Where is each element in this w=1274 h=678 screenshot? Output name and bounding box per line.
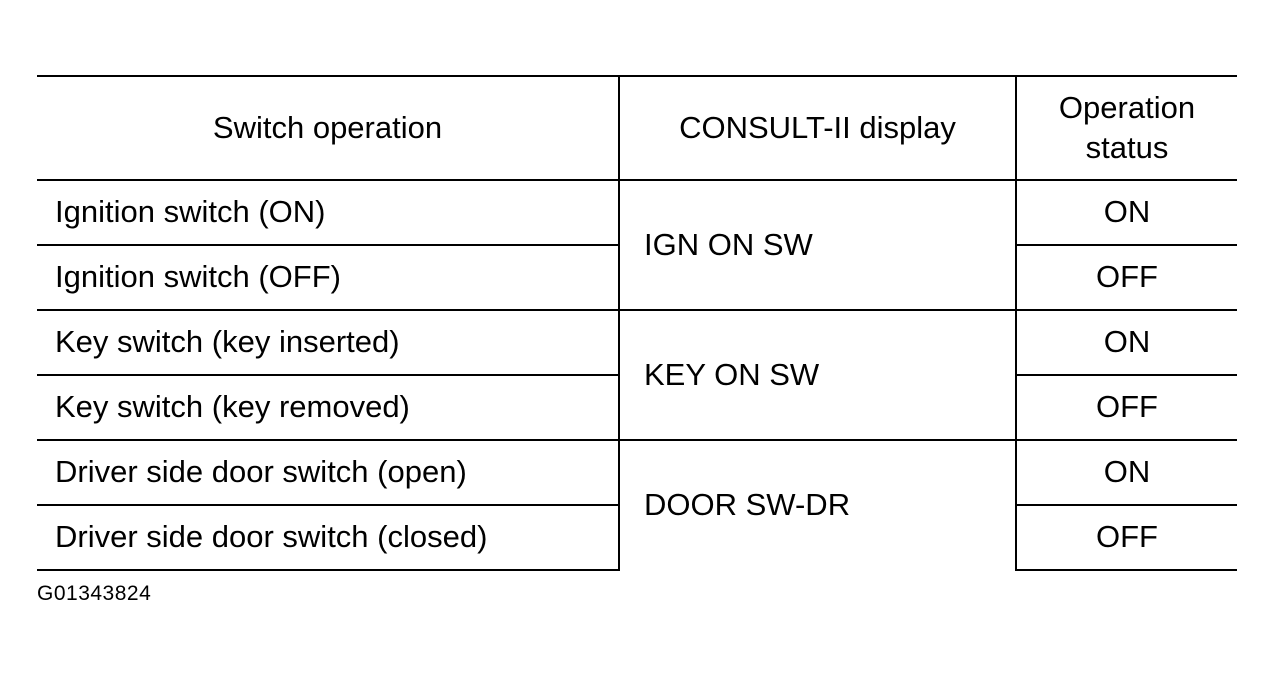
row-operation: Key switch (key removed) xyxy=(37,374,619,440)
table-row: Key switch (key removed) OFF xyxy=(37,374,1237,440)
row-operation: Driver side door switch (closed) xyxy=(37,504,619,571)
row-status: OFF xyxy=(1015,504,1237,571)
header-switch-operation: Switch operation xyxy=(37,75,619,181)
header-operation-status-line2: status xyxy=(1085,130,1169,165)
header-operation-status: Operation status xyxy=(1015,75,1237,181)
row-status: OFF xyxy=(1015,374,1237,440)
row-status: ON xyxy=(1015,309,1237,375)
table-row: Driver side door switch (open) DOOR SW-D… xyxy=(37,439,1237,570)
header-consult-display: CONSULT-II display xyxy=(618,75,1016,181)
row-status: OFF xyxy=(1015,244,1237,310)
row-display: IGN ON SW xyxy=(618,179,1016,310)
row-status: ON xyxy=(1015,439,1237,505)
row-display: DOOR SW-DR xyxy=(618,439,1016,570)
row-operation: Driver side door switch (open) xyxy=(37,439,619,505)
row-operation: Key switch (key inserted) xyxy=(37,309,619,375)
figure-id-label: G01343824 xyxy=(37,582,152,605)
row-operation: Ignition switch (OFF) xyxy=(37,244,619,310)
table-header-row: Switch operation CONSULT-II display Oper… xyxy=(37,75,1237,181)
table-row: Ignition switch (OFF) OFF xyxy=(37,244,1237,310)
row-status: ON xyxy=(1015,179,1237,245)
table-row: Ignition switch (ON) IGN ON SW ON xyxy=(37,179,1237,310)
switch-table-container: Switch operation CONSULT-II display Oper… xyxy=(37,75,1237,571)
table-row: Key switch (key inserted) KEY ON SW ON xyxy=(37,309,1237,440)
row-operation: Ignition switch (ON) xyxy=(37,179,619,245)
row-display: KEY ON SW xyxy=(618,309,1016,440)
switch-operation-table: Switch operation CONSULT-II display Oper… xyxy=(37,75,1237,571)
table-row: Driver side door switch (closed) OFF xyxy=(37,504,1237,571)
header-operation-status-line1: Operation xyxy=(1058,89,1196,125)
